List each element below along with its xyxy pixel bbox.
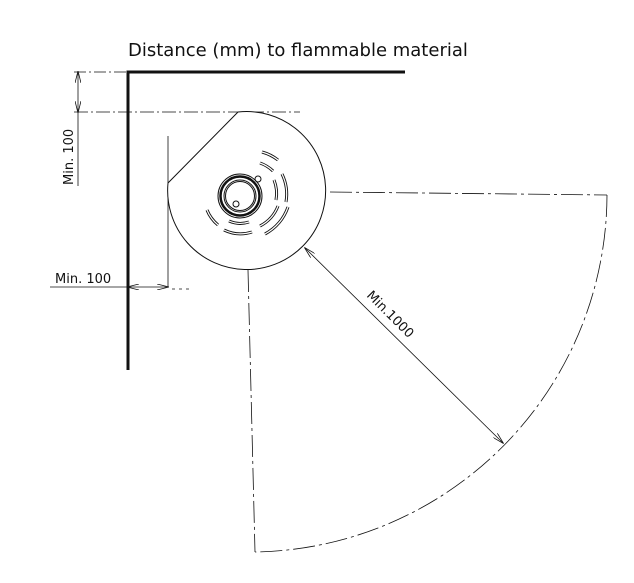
diagram-title: Distance (mm) to flammable material xyxy=(128,40,468,61)
side-clearance-dimension xyxy=(50,136,190,289)
front-clearance-sector xyxy=(247,191,608,553)
stove-top-view xyxy=(167,111,327,271)
wall-corner xyxy=(126,70,405,370)
top-clearance-dimension xyxy=(74,72,300,186)
side-clearance-label: Min. 100 xyxy=(55,272,111,287)
front-clearance-dimension-line xyxy=(305,248,503,443)
front-clearance-label: Min.1000 xyxy=(363,288,416,341)
top-clearance-label: Min. 100 xyxy=(62,129,77,185)
